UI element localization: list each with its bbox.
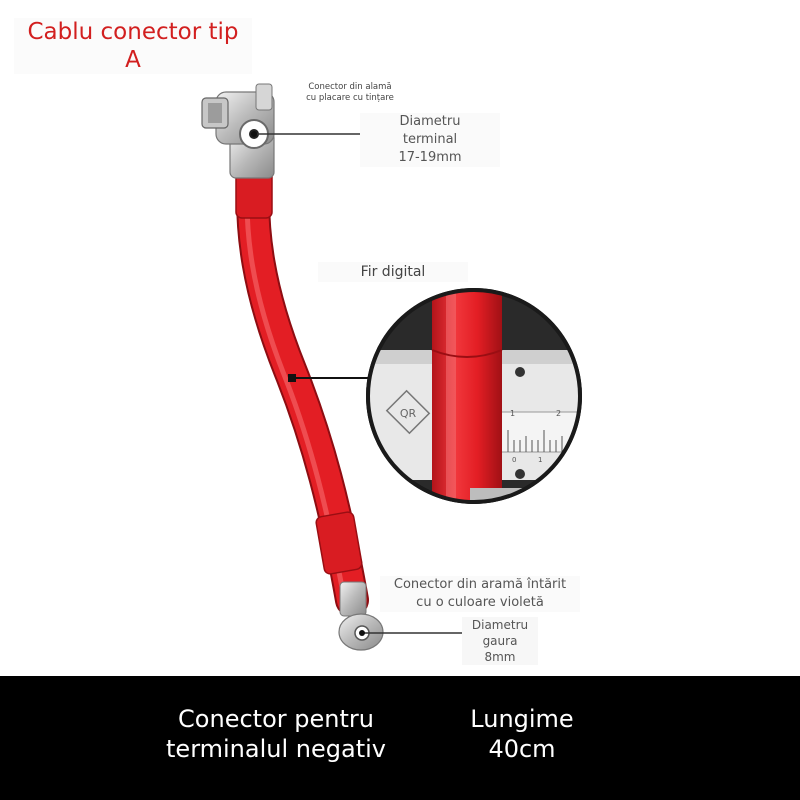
product-title-line2: A <box>125 47 141 73</box>
inset-logo: QR <box>400 407 417 420</box>
inset-scale-tick: 1 <box>538 456 542 464</box>
footer-banner: Conector pentru terminalul negativ Lungi… <box>0 676 800 800</box>
hole-diameter-line2: gaura <box>482 634 518 648</box>
brass-connector-label-line2: cu placare cu tințare <box>306 93 394 103</box>
copper-connector-label: Conector din aramă întărit cu o culoare … <box>380 576 580 612</box>
length-line2: 40cm <box>488 735 556 763</box>
terminal-diameter-label: Diametru terminal 17-19mm <box>360 113 500 167</box>
terminal-diameter-line3: 17-19mm <box>398 150 462 165</box>
ring-terminal <box>338 581 384 651</box>
wire-closeup-inset <box>366 288 582 504</box>
hole-diameter-line3: 8mm <box>484 650 516 664</box>
terminal-diameter-line1: Diametru <box>399 114 461 129</box>
terminal-diameter-line2: terminal <box>402 132 458 147</box>
copper-connector-line1: Conector din aramă întărit <box>393 577 567 592</box>
product-title-line1: Cablu conector tip <box>27 19 239 45</box>
copper-connector-line2: cu o culoare violetă <box>416 595 544 610</box>
brass-connector-label: Conector din alamă cu placare cu tințare <box>298 82 402 104</box>
connector-type-line1: Conector pentru <box>178 705 374 733</box>
hole-diameter-line1: Diametru <box>471 618 529 632</box>
connector-type-line2: terminalul negativ <box>166 735 386 763</box>
length-caption: Lungime 40cm <box>452 704 592 764</box>
battery-clamp-connector <box>201 83 275 179</box>
cable-illustration: QR 1 2 0 1 <box>201 83 582 651</box>
length-line1: Lungime <box>470 705 574 733</box>
inset-scale-tick: 1 <box>510 409 515 418</box>
bottom-sleeve <box>315 511 363 575</box>
brass-connector-label-line1: Conector din alamă <box>308 82 392 92</box>
connector-type-caption: Conector pentru terminalul negativ <box>136 704 416 764</box>
hole-diameter-label: Diametru gaura 8mm <box>462 617 538 665</box>
product-title: Cablu conector tip A <box>14 18 252 74</box>
wire-label: Fir digital <box>318 262 468 282</box>
inset-scale-tick: 2 <box>556 409 561 418</box>
inset-scale-tick: 0 <box>512 456 516 464</box>
